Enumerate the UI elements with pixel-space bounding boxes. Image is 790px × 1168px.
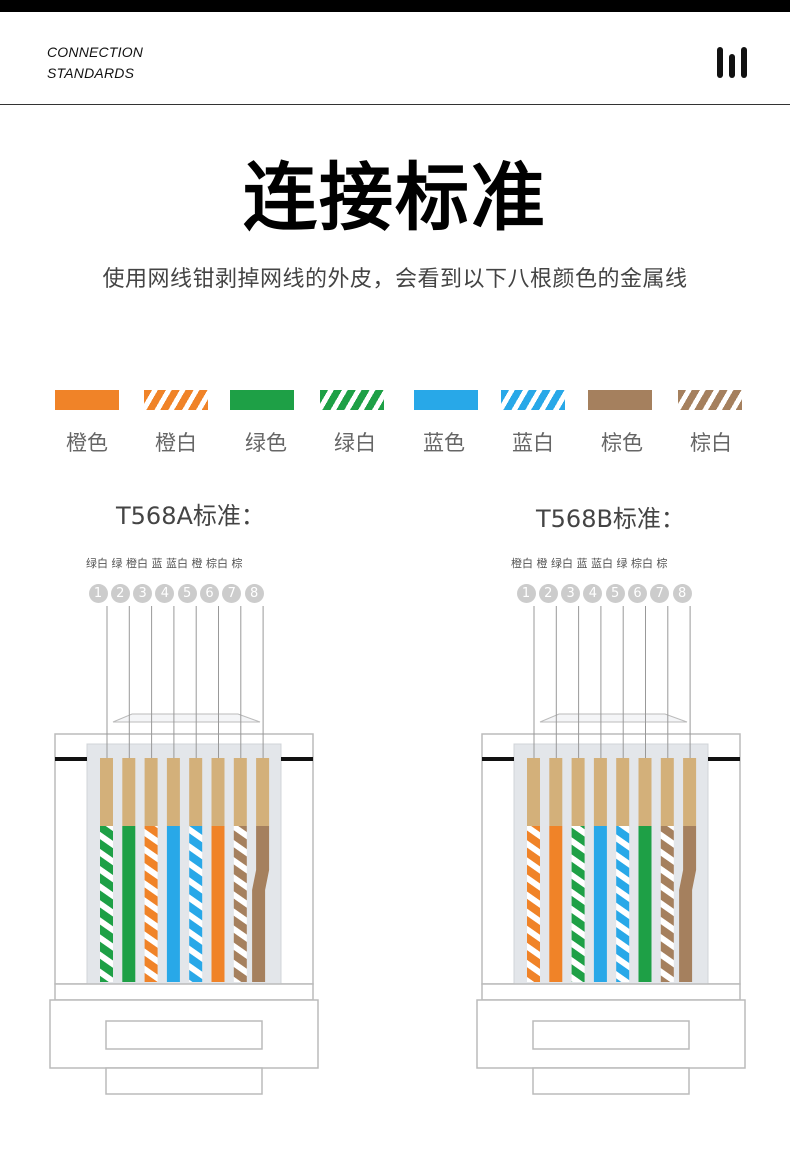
wire-3: [144, 826, 158, 982]
connector-latch-top: [112, 713, 261, 723]
legend-swatch-green-white: [320, 390, 384, 410]
copper-contact: [593, 758, 607, 826]
legend-swatch-brown-white: [678, 390, 742, 410]
pin-number-6: 6: [628, 584, 647, 603]
pin-number-1: 1: [516, 584, 536, 603]
pin-number-2: 2: [538, 584, 558, 603]
pin-number-8: 8: [672, 584, 692, 603]
legend-label: 绿色: [245, 431, 287, 455]
pin-number-6: 6: [200, 584, 219, 603]
connector-boot-window: [532, 1020, 690, 1050]
standard-title-t568a: T568A标准：: [116, 502, 265, 530]
connector-edge: [281, 757, 313, 761]
legend-swatch-brown: [588, 390, 652, 410]
legend-swatch-blue: [414, 390, 478, 410]
wire-1: [100, 826, 113, 982]
wire-6: [638, 826, 652, 982]
page-title: 连接标准: [243, 155, 547, 241]
menu-bar: [741, 47, 747, 78]
wire-3: [571, 826, 585, 982]
pin-number-5: 5: [605, 584, 625, 603]
legend-label: 橙色: [66, 431, 108, 455]
menu-bars-icon[interactable]: [717, 47, 747, 79]
pin-color-labels-t568a: 绿白 绿 橙白 蓝 蓝白 橙 棕白 棕: [86, 557, 243, 570]
copper-contact: [166, 758, 180, 826]
pin-number-4: 4: [155, 584, 175, 603]
legend-label: 棕色: [601, 431, 643, 455]
connector-band: [481, 983, 741, 1001]
connector-latch-top: [539, 713, 688, 723]
pin-number-5: 5: [177, 584, 197, 603]
copper-contact: [616, 758, 630, 826]
pin-number-1: 1: [88, 584, 108, 603]
wire-5: [189, 826, 203, 982]
legend-label: 橙白: [155, 431, 197, 455]
section-label-line1: CONNECTION: [47, 44, 144, 60]
wire-2: [549, 826, 563, 982]
connector-cable-end: [105, 1067, 263, 1095]
standard-title-t568b: T568B标准：: [536, 505, 685, 533]
connector-boot-window: [105, 1020, 263, 1050]
section-label: CONNECTION STANDARDS: [47, 42, 143, 84]
copper-contact: [144, 758, 158, 826]
connector-cable-end: [532, 1067, 690, 1095]
connector-edge: [482, 757, 514, 761]
copper-contact: [660, 758, 674, 826]
copper-contact: [122, 758, 136, 826]
wire-4: [166, 826, 180, 982]
wire-2: [122, 826, 136, 982]
wire-4: [593, 826, 607, 982]
connector-edge: [55, 757, 87, 761]
legend-label: 绿白: [334, 431, 376, 455]
wire-8: [679, 826, 697, 982]
pin-number-3: 3: [133, 584, 153, 603]
menu-bar: [717, 47, 723, 78]
copper-contact: [100, 758, 113, 826]
copper-contact: [527, 758, 540, 826]
wire-6: [211, 826, 225, 982]
pin-number-4: 4: [583, 584, 603, 603]
legend-swatch-blue-white: [501, 390, 565, 410]
legend-label: 蓝色: [423, 431, 465, 455]
header-divider: [0, 104, 790, 105]
connector-body: [513, 743, 709, 985]
copper-contact: [549, 758, 563, 826]
wire-5: [616, 826, 630, 982]
pin-color-labels-t568b: 橙白 橙 绿白 蓝 蓝白 绿 棕白 棕: [511, 557, 668, 570]
wire-1: [527, 826, 540, 982]
copper-contact: [233, 758, 247, 826]
legend-swatch-orange-white: [144, 390, 208, 410]
wire-8: [252, 826, 270, 982]
copper-contact: [256, 758, 270, 826]
section-label-line2: STANDARDS: [47, 65, 135, 81]
pin-number-3: 3: [561, 584, 581, 603]
top-bar: [0, 0, 790, 12]
copper-contact: [638, 758, 652, 826]
pin-number-7: 7: [222, 584, 242, 603]
copper-contact: [211, 758, 225, 826]
legend-swatch-green: [230, 390, 294, 410]
legend-swatch-orange: [55, 390, 119, 410]
legend-label: 棕白: [690, 431, 732, 455]
pin-number-8: 8: [244, 584, 264, 603]
page-subtitle: 使用网线钳剥掉网线的外皮，会看到以下八根颜色的金属线: [102, 267, 688, 292]
pin-number-2: 2: [110, 584, 130, 603]
connector-body: [86, 743, 282, 985]
connector-band: [54, 983, 314, 1001]
menu-bar: [729, 54, 735, 78]
copper-contact: [571, 758, 585, 826]
connector-edge: [708, 757, 740, 761]
wire-7: [660, 826, 674, 982]
pin-number-7: 7: [650, 584, 670, 603]
wire-7: [233, 826, 247, 982]
copper-contact: [189, 758, 203, 826]
copper-contact: [683, 758, 697, 826]
legend-label: 蓝白: [512, 431, 554, 455]
